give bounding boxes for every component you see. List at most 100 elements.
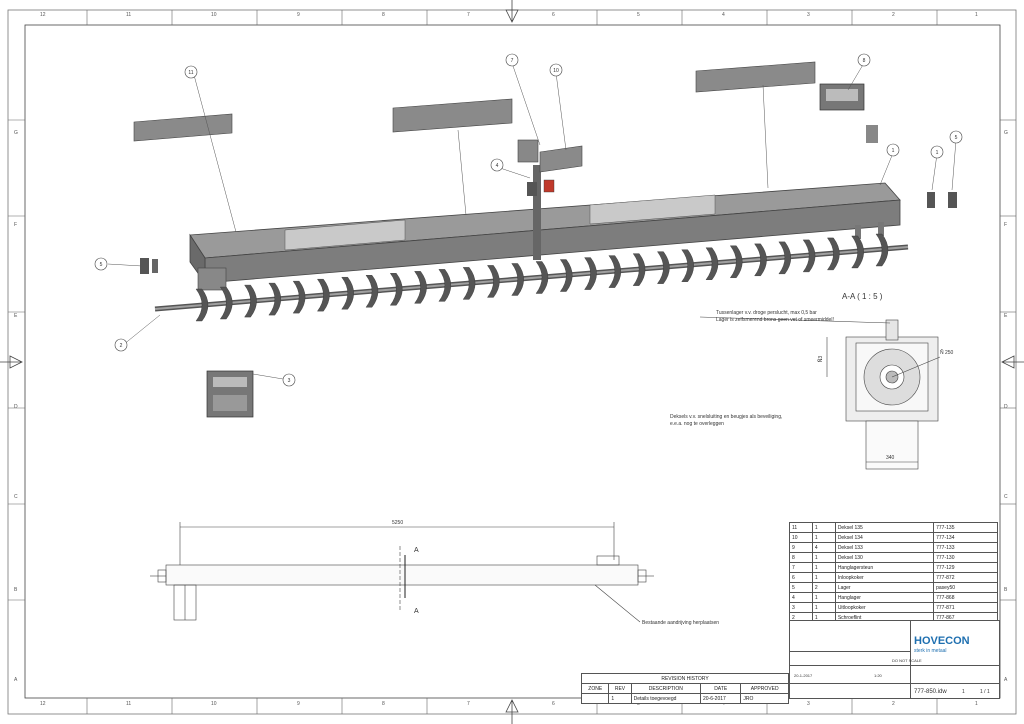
section-dim-height: Ñ3 [818, 355, 825, 363]
bom-cell-desc: Deksel 130 [834, 552, 935, 563]
bom-cell-part: 777-133 [933, 542, 998, 553]
rev-date: 20-6-2017 [699, 693, 742, 704]
bom-cell-desc: Lager [834, 582, 935, 593]
bom-cell-part: pasey50 [933, 582, 998, 593]
bom-cell-pos: 10 [789, 532, 813, 543]
bom-cell-desc: Hanglagersteun [834, 562, 935, 573]
balloon [114, 338, 128, 352]
drive-note: Bestaande aandrijving herplaatsen [642, 620, 719, 626]
balloon-label: 5 [955, 135, 958, 141]
screw-flight [729, 245, 743, 278]
zone-label: 11 [126, 12, 132, 18]
screw-flight [875, 233, 889, 267]
balloon [490, 158, 504, 172]
screw-flight [195, 288, 209, 322]
rev-col-description: DESCRIPTION [630, 683, 702, 694]
bom-cell-qty: 1 [811, 572, 836, 583]
bom-cell-pos: 4 [789, 592, 813, 603]
bom-cell-qty: 4 [811, 542, 836, 553]
zone-label: 8 [382, 701, 385, 707]
section-dim-width: 340 [886, 455, 895, 461]
bom-cell-part: 777-868 [933, 592, 998, 603]
zone-label: C [14, 494, 18, 500]
zone-label: 1 [975, 701, 978, 707]
screw-flight [219, 286, 233, 320]
bom-cell-desc: Deksel 135 [834, 522, 935, 533]
screw-flight [802, 239, 816, 273]
zone-label: 2 [892, 701, 895, 707]
bom-cell-qty: 1 [811, 592, 836, 603]
rev-col-date: DATE [699, 683, 742, 694]
zone-label: E [1004, 313, 1008, 319]
screw-flight [268, 282, 282, 316]
zone-label: B [1004, 587, 1008, 593]
zone-label: 3 [807, 12, 810, 18]
screw-flight [511, 263, 524, 296]
cover-note-2: e.e.a. nog te overleggen [670, 421, 724, 427]
balloon [857, 53, 871, 67]
bom-cell-pos: 9 [789, 542, 813, 553]
bom-cell-pos: 6 [789, 572, 813, 583]
bom-cell-part: 777-135 [933, 522, 998, 533]
zone-label: A [14, 677, 18, 683]
screw-flight [705, 247, 719, 280]
screw-flight [389, 273, 403, 306]
overall-length-dim: 5250 [392, 520, 404, 526]
bom-cell-desc: Deksel 134 [834, 532, 935, 543]
screw-flight [827, 237, 840, 271]
zone-label: 9 [297, 12, 300, 18]
date-value: 20-1-2017 [794, 673, 813, 678]
title-block: DO NOT SCALE 20-1-2017 1:20 HOVECON ster… [789, 620, 1000, 699]
zone-label: F [14, 222, 18, 228]
zone-label: F [1004, 222, 1008, 228]
section-title: A-A ( 1 : 5 ) [842, 292, 883, 301]
bom-cell-qty: 1 [811, 532, 836, 543]
revision-history-table: REVISION HISTORY ZONE REV DESCRIPTION DA… [580, 673, 789, 704]
balloon-label: 7 [511, 58, 514, 64]
zone-label: G [14, 130, 18, 136]
rev-description: Details toegevoegd [630, 693, 702, 704]
balloon-label: 3 [288, 378, 291, 384]
hovecon-logo: HOVECON [914, 635, 970, 647]
bom-cell-pos: 5 [789, 582, 813, 593]
screw-flight [584, 257, 597, 290]
bom-cell-qty: 1 [811, 602, 836, 613]
screw-flight [657, 251, 670, 284]
balloon [184, 65, 198, 79]
bom-cell-qty: 1 [811, 522, 836, 533]
zone-label: 9 [297, 701, 300, 707]
side-view [150, 522, 654, 623]
screw-flight [608, 255, 622, 288]
zone-label: D [1004, 404, 1008, 410]
zone-label: 5 [637, 701, 640, 707]
section-mark-top: A [414, 547, 419, 554]
screw-flight [487, 265, 500, 298]
bom-cell-pos: 11 [789, 522, 813, 533]
bom-cell-qty: 1 [811, 562, 836, 573]
bom-cell-desc: Inloopkoker [834, 572, 935, 583]
screw-flight [438, 269, 452, 302]
balloon-label: 8 [863, 58, 866, 64]
zone-label: 10 [211, 701, 217, 707]
scale-value: 1:20 [874, 673, 882, 678]
balloon-label: 5 [100, 262, 103, 268]
balloon [505, 53, 519, 67]
bom-cell-desc: Deksel 133 [834, 542, 935, 553]
balloon [930, 145, 944, 159]
rev-col-rev: REV [608, 683, 632, 694]
screw-flight [632, 253, 646, 286]
screw-flight [462, 267, 476, 300]
section-mark-bottom: A [414, 608, 419, 615]
revision-title: REVISION HISTORY [581, 673, 789, 684]
screw-flight [292, 280, 306, 314]
drawing-number: 777-850.idw [914, 689, 947, 695]
screw-flight [414, 271, 427, 304]
screw-flight [341, 277, 354, 310]
zone-label: A [1004, 677, 1008, 683]
screw-flight [317, 278, 330, 312]
zone-label: 5 [637, 12, 640, 18]
